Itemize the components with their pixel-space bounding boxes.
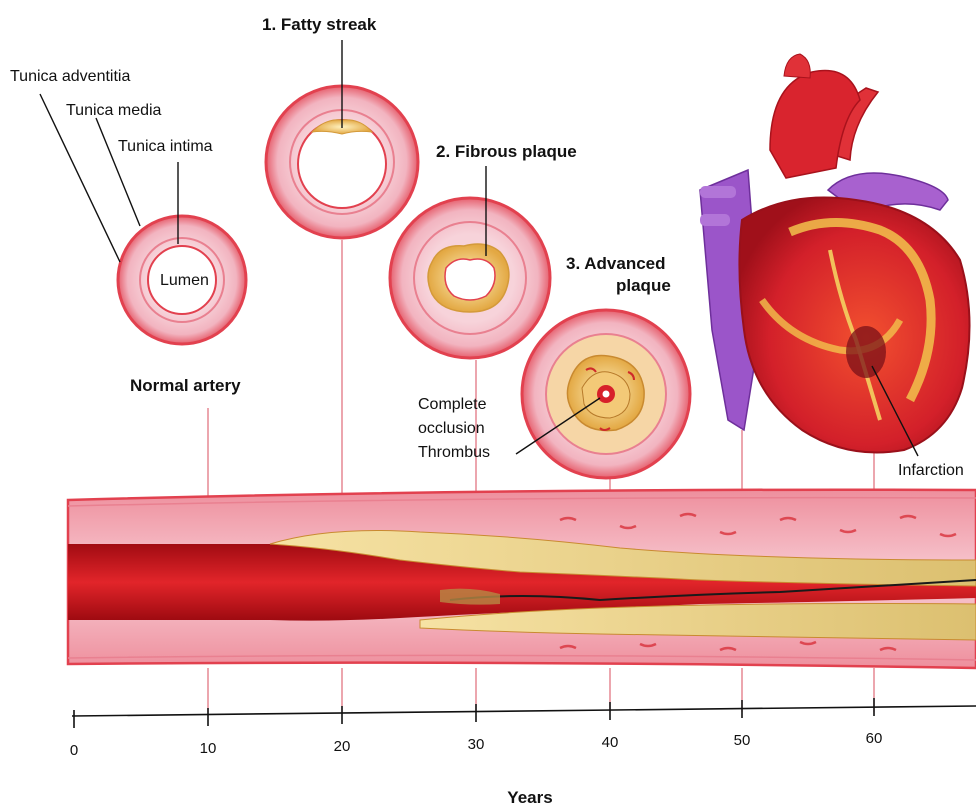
fibrous-plaque-label: 2. Fibrous plaque [436, 142, 577, 162]
axis-tick-label-10: 10 [190, 740, 226, 757]
axis-title: Years [490, 788, 570, 808]
axis-tick-label-30: 30 [458, 736, 494, 753]
occlusion-label: occlusion [418, 420, 485, 438]
fatty-streak-label: 1. Fatty streak [262, 15, 376, 35]
complete-label: Complete [418, 396, 486, 414]
axis-tick-label-60: 60 [856, 730, 892, 747]
advanced-plaque-cross-section [522, 310, 690, 478]
axis-tick-label-20: 20 [324, 738, 360, 755]
axis-tick-label-50: 50 [724, 732, 760, 749]
heart-illustration [700, 54, 970, 456]
fibrous-plaque-cross-section [390, 198, 550, 358]
axis-tick-label-40: 40 [592, 734, 628, 751]
advanced-plaque-label-line1: 3. Advanced [566, 254, 666, 274]
lumen-label: Lumen [160, 272, 209, 290]
tunica-adventitia-label: Tunica adventitia [10, 68, 130, 86]
infarction-label: Infarction [898, 462, 964, 480]
tunica-intima-label: Tunica intima [118, 138, 213, 156]
axis-tick-label-0: 0 [62, 742, 86, 759]
thrombus-label: Thrombus [418, 444, 490, 462]
artery-longitudinal-section [68, 490, 976, 668]
advanced-plaque-label-line2: plaque [616, 276, 671, 296]
tunica-media-label: Tunica media [66, 102, 161, 120]
normal-artery-label: Normal artery [130, 376, 241, 396]
